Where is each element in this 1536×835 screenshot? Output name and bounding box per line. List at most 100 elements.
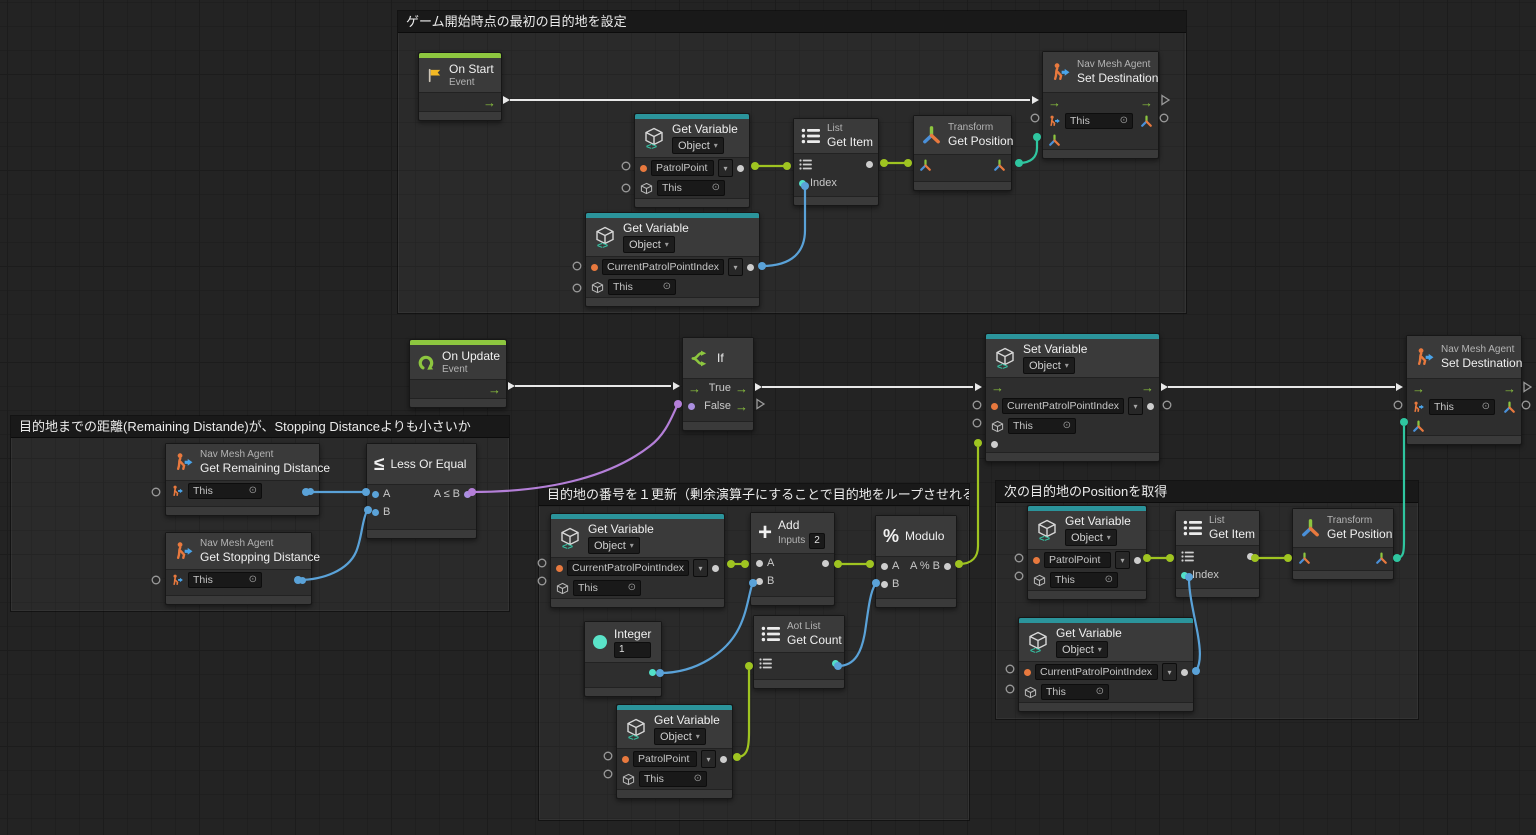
kind-dropdown[interactable]: Object▾ [623, 236, 675, 253]
target-picker-icon[interactable]: ⊙ [662, 281, 671, 292]
target-self-field[interactable]: This⊙ [1041, 684, 1109, 700]
variable-name-field[interactable]: CurrentPatrolPointIndex [567, 560, 689, 576]
variable-dropdown-button[interactable]: ▾ [701, 750, 716, 768]
list-small-icon[interactable] [759, 657, 772, 669]
modulo-in-port[interactable] [881, 562, 888, 570]
axis-small-icon[interactable] [919, 159, 932, 172]
variable-name-field[interactable]: CurrentPatrolPointIndex [1035, 664, 1158, 680]
list-get-item-2-in-port[interactable] [1181, 571, 1188, 579]
add-node-in-port[interactable] [756, 559, 763, 567]
list-get-item-1-out-port[interactable] [866, 160, 873, 168]
variable-name-field[interactable]: PatrolPoint [1044, 552, 1111, 568]
cube-small-icon[interactable] [991, 420, 1004, 433]
kind-dropdown[interactable]: Object▾ [1056, 641, 1108, 658]
integer-out-port[interactable] [649, 668, 656, 676]
target-self-field[interactable]: This⊙ [1050, 572, 1118, 588]
modulo-in-port[interactable] [881, 580, 888, 588]
value-field[interactable]: 1 [614, 641, 652, 658]
group-title[interactable]: 目的地までの距離(Remaining Distande)が、Stopping D… [11, 416, 509, 438]
get-remaining-out-port[interactable] [307, 487, 314, 495]
axis-small-icon[interactable] [1298, 552, 1311, 565]
target-self-field[interactable]: This⊙ [639, 771, 707, 787]
axis-small-icon[interactable] [1375, 552, 1388, 565]
cube-small-icon[interactable] [622, 773, 635, 786]
target-self-field[interactable]: This⊙ [1429, 399, 1495, 415]
gv-cppi-3-in-port[interactable] [1024, 668, 1031, 676]
target-picker-icon[interactable]: ⊙ [1119, 115, 1128, 126]
group-title[interactable]: 次の目的地のPositionを取得 [996, 481, 1418, 503]
kind-dropdown[interactable]: Object▾ [654, 728, 706, 745]
set-dest-2-out-exec-port[interactable]: → [1503, 380, 1516, 396]
cube-small-icon[interactable] [640, 182, 653, 195]
variable-name-field[interactable]: CurrentPatrolPointIndex [1002, 398, 1124, 414]
set-var-out-port[interactable] [1147, 402, 1154, 410]
agent-small-icon[interactable] [171, 485, 184, 498]
kind-dropdown[interactable]: Object▾ [672, 137, 724, 154]
target-picker-icon[interactable]: ⊙ [1062, 420, 1071, 431]
if-node-out-exec-port[interactable]: → [735, 380, 748, 396]
target-self-field[interactable]: This⊙ [608, 279, 676, 295]
variable-dropdown-button[interactable]: ▾ [718, 159, 733, 177]
variable-dropdown-button[interactable]: ▾ [1128, 397, 1143, 415]
set-var-in-exec-port[interactable]: → [991, 379, 1004, 395]
lte-in-port[interactable] [372, 508, 379, 516]
gv-cppi-2-out-port[interactable] [712, 564, 719, 572]
target-self-field[interactable]: This⊙ [188, 483, 262, 499]
gv-patrol-1-out-port[interactable] [737, 164, 744, 172]
target-picker-icon[interactable]: ⊙ [1095, 686, 1104, 697]
lte-out-port[interactable] [464, 490, 471, 498]
axis-small-icon[interactable] [1412, 420, 1425, 433]
target-picker-icon[interactable]: ⊙ [1481, 401, 1490, 412]
list-small-icon[interactable] [1181, 550, 1194, 562]
gv-cppi-1-in-port[interactable] [591, 263, 598, 271]
set-dest-1-in-exec-port[interactable]: → [1048, 94, 1061, 110]
set-dest-1-out-exec-port[interactable]: → [1140, 94, 1153, 110]
list-small-icon[interactable] [799, 158, 812, 170]
target-self-field[interactable]: This⊙ [657, 180, 725, 196]
on-start-out-exec-port[interactable]: → [483, 94, 496, 110]
gv-patrol-3-in-port[interactable] [1033, 556, 1040, 564]
kind-dropdown[interactable]: Object▾ [1023, 357, 1075, 374]
modulo-out-port[interactable] [944, 562, 951, 570]
if-node-out-exec-port[interactable]: → [735, 398, 748, 414]
gv-cppi-1-out-port[interactable] [747, 263, 754, 271]
agent-small-icon[interactable] [1412, 401, 1425, 414]
gv-patrol-1-in-port[interactable] [640, 164, 647, 172]
target-picker-icon[interactable]: ⊙ [248, 485, 257, 496]
axis-small-icon[interactable] [1503, 401, 1516, 414]
target-picker-icon[interactable]: ⊙ [711, 182, 720, 193]
cube-small-icon[interactable] [556, 582, 569, 595]
kind-dropdown[interactable]: Object▾ [588, 537, 640, 554]
cube-small-icon[interactable] [591, 281, 604, 294]
gv-patrol-2-out-port[interactable] [720, 755, 727, 763]
axis-small-icon[interactable] [1048, 134, 1061, 147]
axis-small-icon[interactable] [1140, 115, 1153, 128]
axis-small-icon[interactable] [993, 159, 1006, 172]
lte-in-port[interactable] [372, 490, 379, 498]
variable-name-field[interactable]: PatrolPoint [633, 751, 697, 767]
cube-small-icon[interactable] [1033, 574, 1046, 587]
target-self-field[interactable]: This⊙ [573, 580, 641, 596]
add-node-out-port[interactable] [822, 559, 829, 567]
variable-name-field[interactable]: PatrolPoint [651, 160, 714, 176]
cube-small-icon[interactable] [1024, 686, 1037, 699]
